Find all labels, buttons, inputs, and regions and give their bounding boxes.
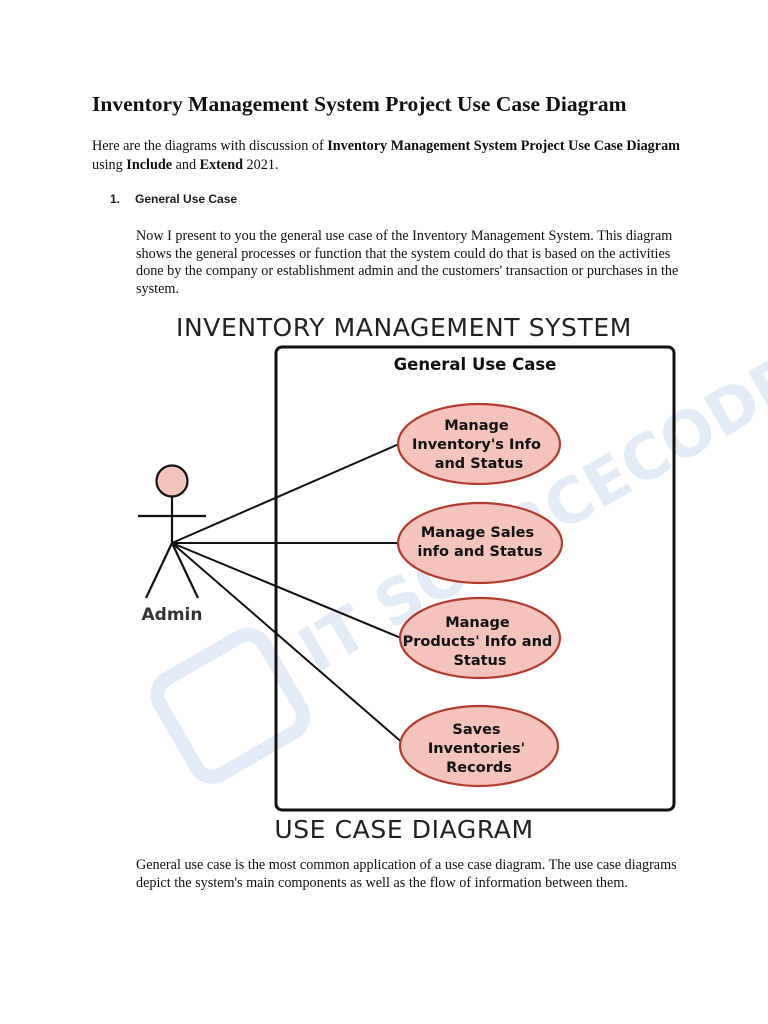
- svg-text:Manage Sales info and St: Manage Sales info and Status: [417, 525, 542, 560]
- actor-admin: [138, 464, 206, 599]
- use-case-label: Records: [446, 760, 512, 776]
- association-line: [171, 542, 406, 746]
- diagram-bottom-caption: USE CASE DIAGRAM: [274, 815, 533, 844]
- intro-bold-extend: Extend: [199, 156, 243, 173]
- use-case-label: Inventory's Info: [412, 437, 541, 453]
- actor-label: Admin: [142, 605, 203, 625]
- actor-head: [155, 464, 189, 498]
- use-case-label: Manage: [444, 418, 509, 434]
- page-title: Inventory Management System Project Use …: [92, 92, 627, 116]
- general-use-case-description: Now I present to you the general use cas…: [136, 228, 679, 297]
- use-case-label: Saves: [452, 722, 500, 738]
- use-case-inventory-info: Manage Inventory's Info and Status: [396, 402, 562, 486]
- intro-bold-include: Include: [126, 156, 173, 173]
- actor-right-leg: [171, 542, 199, 599]
- svg-text:Saves Inventories': Saves Inventories' Records: [428, 722, 530, 776]
- associations: [171, 443, 406, 746]
- use-case-sales-info: Manage Sales info and Status: [396, 501, 564, 585]
- use-case-label: Manage Sales: [421, 525, 534, 541]
- intro-text: Here are the diagrams with discussion of: [92, 138, 328, 154]
- intro-text: 2021.: [242, 156, 279, 173]
- section-number: 1.: [110, 192, 121, 206]
- use-case-products-info: Manage Products' Info and Status: [398, 596, 562, 680]
- section-heading-label: General Use Case: [135, 192, 238, 206]
- system-boundary-label: General Use Case: [394, 355, 557, 374]
- use-case-label: Products' Info and: [403, 634, 553, 650]
- use-case-saves-records: Saves Inventories' Records: [398, 704, 560, 788]
- diagram-top-caption: INVENTORY MANAGEMENT SYSTEM: [176, 313, 632, 342]
- association-line: [171, 542, 402, 639]
- svg-text:Manage Inventory's Info: Manage Inventory's Info and Status: [412, 418, 546, 472]
- use-case-label: info and Status: [417, 544, 542, 560]
- use-case-label: Manage: [445, 615, 510, 631]
- intro-paragraph: Here are the diagrams with discussion of…: [92, 137, 692, 174]
- use-case-label: Status: [453, 653, 506, 669]
- actor-left-leg: [145, 542, 173, 599]
- association-line: [171, 443, 400, 544]
- general-use-case-explanation: General use case is the most common appl…: [136, 857, 677, 891]
- use-case-label: and Status: [435, 456, 524, 472]
- intro-text: and: [172, 156, 200, 173]
- svg-text:Manage Products' Info an: Manage Products' Info and Status: [403, 615, 558, 669]
- intro-bold-title: Inventory Management System Project Use …: [327, 138, 680, 154]
- system-boundary: [274, 345, 676, 812]
- section-heading: 1. General Use Case: [110, 192, 237, 206]
- use-case-label: Inventories': [428, 741, 525, 757]
- intro-text: using: [92, 156, 127, 173]
